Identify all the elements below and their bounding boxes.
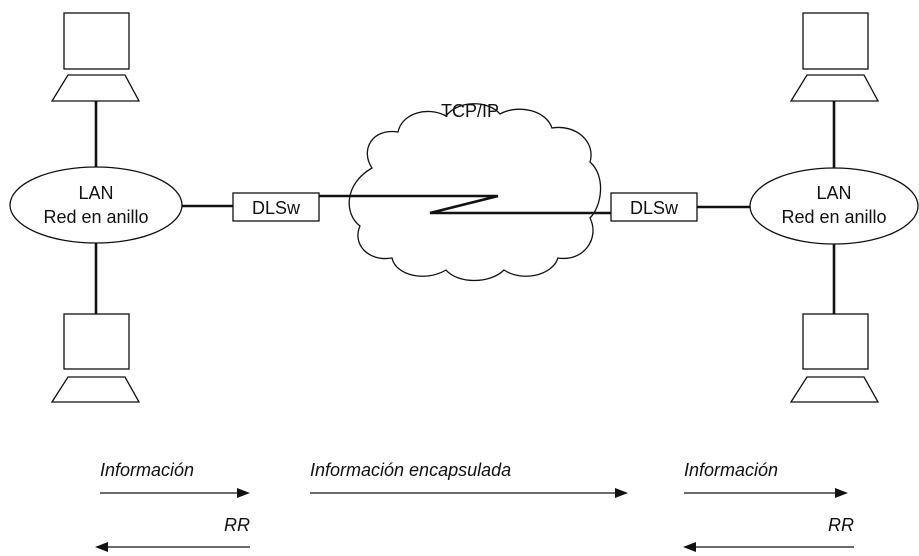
flow-label: RR (828, 515, 854, 535)
monitor-icon (63, 313, 130, 370)
flow-info-center: Información encapsulada (310, 460, 628, 498)
lan-right-title: LAN (816, 183, 851, 203)
monitor-icon (63, 12, 130, 70)
flow-label: Información encapsulada (310, 460, 511, 480)
lan-left: LAN Red en anillo (9, 166, 183, 244)
keyboard-icon (789, 74, 880, 102)
arrow-left-icon (683, 542, 696, 552)
dlsw-right: DLSw (610, 192, 698, 222)
dlsw-right-box (610, 192, 698, 222)
flow-label: Información (684, 460, 778, 480)
computer-top-right (789, 12, 880, 102)
flow-info-left: Información (100, 460, 250, 498)
ring-network-icon (9, 166, 183, 244)
dlsw-right-label: DLSw (630, 198, 679, 218)
ring-network-icon (749, 167, 919, 245)
arrow-right-icon (835, 488, 848, 498)
computer-top-left (50, 12, 141, 102)
arrow-right-icon (237, 488, 250, 498)
tcpip-cloud: TCP/IP (348, 101, 602, 282)
lan-right-subtitle: Red en anillo (781, 207, 886, 227)
lan-left-title: LAN (78, 183, 113, 203)
flow-label: RR (224, 515, 250, 535)
flow-info-right: Información (684, 460, 848, 498)
keyboard-icon (789, 376, 880, 403)
monitor-icon (802, 12, 869, 70)
wan-link-zigzag (319, 194, 611, 215)
network-label: TCP/IP (441, 101, 499, 121)
computer-bottom-right (789, 313, 880, 403)
lan-right: LAN Red en anillo (749, 167, 919, 245)
flow-rr-left: RR (95, 515, 250, 552)
flow-label: Información (100, 460, 194, 480)
keyboard-icon (50, 376, 141, 403)
monitor-icon (802, 313, 869, 370)
cloud-icon (348, 103, 602, 282)
dlsw-left-box (232, 192, 320, 222)
arrow-right-icon (615, 488, 628, 498)
lan-left-subtitle: Red en anillo (43, 207, 148, 227)
computer-bottom-left (50, 313, 141, 403)
flow-rr-right: RR (683, 515, 854, 552)
dlsw-left-label: DLSw (252, 198, 301, 218)
keyboard-icon (50, 74, 141, 102)
dlsw-left: DLSw (232, 192, 320, 222)
arrow-left-icon (95, 542, 108, 552)
